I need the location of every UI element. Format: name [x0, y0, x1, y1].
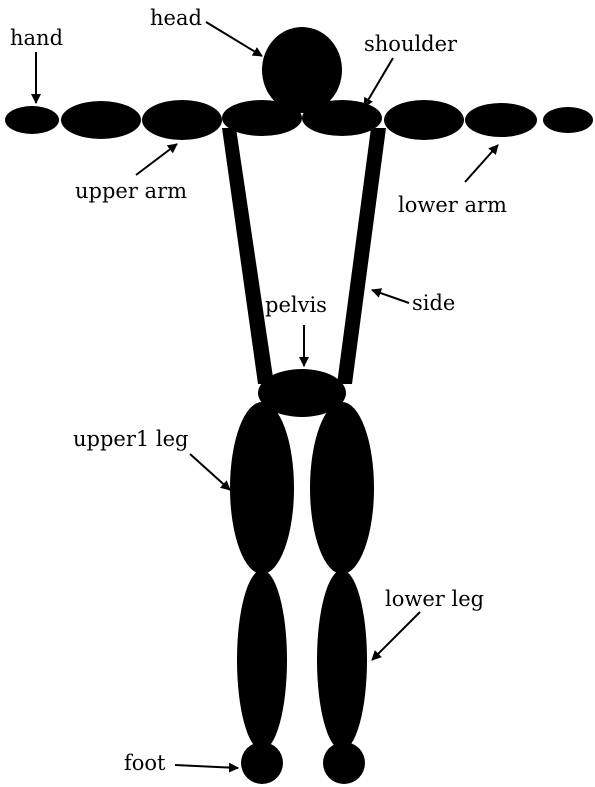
shoulder-label: shoulder — [364, 32, 458, 56]
upper-leg-arrow — [190, 454, 230, 490]
left-upper-leg-segment — [230, 402, 294, 574]
hand-label: hand — [10, 26, 63, 50]
upper-arm-label: upper arm — [75, 179, 187, 203]
right-upper-leg-segment — [310, 402, 374, 574]
upper-leg-label: upper1 leg — [73, 427, 189, 451]
right-hand-segment — [543, 107, 593, 133]
head-arrow — [206, 22, 262, 56]
lower-arm-label: lower arm — [398, 193, 507, 217]
figure-body — [5, 27, 593, 784]
left-lower-arm-segment — [61, 101, 141, 139]
lower-arm-arrow — [465, 145, 498, 182]
side-label: side — [412, 291, 455, 315]
right-lower-arm-segment — [465, 103, 537, 137]
lower-leg-arrow — [372, 612, 420, 660]
pelvis-label: pelvis — [265, 293, 327, 317]
left-lower-leg-segment — [237, 570, 287, 750]
right-shoulder-segment — [302, 100, 382, 136]
left-upper-arm-segment — [142, 100, 222, 140]
right-lower-leg-segment — [317, 570, 367, 750]
shoulder-arrow — [364, 58, 393, 107]
lower-leg-label: lower leg — [385, 587, 484, 611]
upper-arm-arrow — [136, 144, 177, 175]
side-arrow — [372, 290, 409, 303]
left-side-segment — [222, 128, 274, 384]
right-foot-segment — [323, 742, 365, 784]
foot-arrow — [175, 765, 238, 768]
right-upper-arm-segment — [384, 100, 464, 140]
right-side-segment — [337, 128, 386, 384]
head-segment — [262, 27, 342, 113]
foot-label: foot — [124, 751, 166, 775]
left-hand-segment — [5, 106, 59, 134]
head-label: head — [150, 6, 202, 30]
left-foot-segment — [241, 742, 283, 784]
